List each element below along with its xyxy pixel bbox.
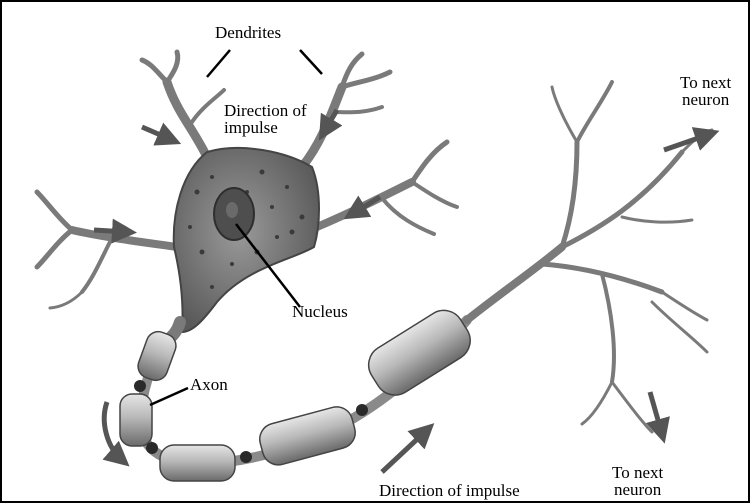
label-direction-of-impulse-top: Direction of impulse xyxy=(224,102,307,136)
label-line: To next xyxy=(612,464,663,481)
axon-terminals xyxy=(467,82,712,432)
label-line: neuron xyxy=(612,481,663,498)
label-line: impulse xyxy=(224,119,307,136)
label-to-next-neuron-bottom: To next neuron xyxy=(612,464,663,498)
label-direction-of-impulse-bottom: Direction of impulse xyxy=(379,482,520,499)
label-dendrites: Dendrites xyxy=(215,24,281,41)
label-line: neuron xyxy=(680,91,731,108)
label-line: Direction of xyxy=(224,102,307,119)
label-to-next-neuron-top: To next neuron xyxy=(680,74,731,108)
label-axon: Axon xyxy=(190,376,228,393)
label-line: To next xyxy=(680,74,731,91)
label-nucleus: Nucleus xyxy=(292,303,348,320)
